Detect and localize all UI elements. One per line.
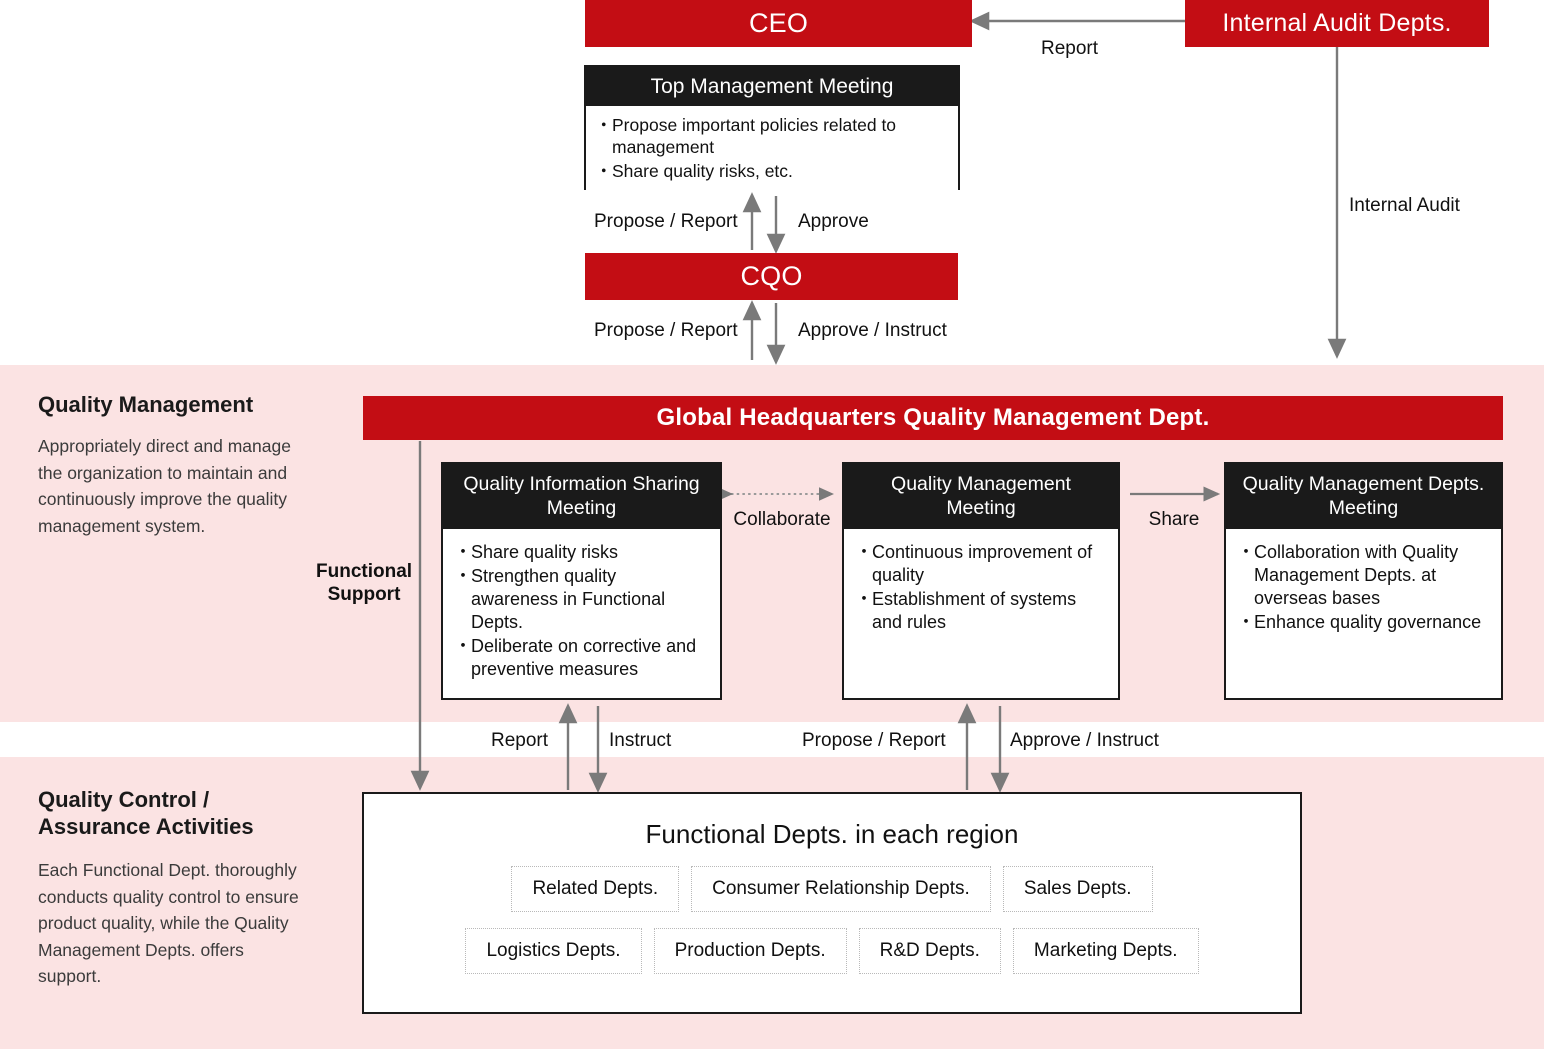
arrow-label-functional-support: Functional Support <box>316 561 413 606</box>
arrow-label-propose-report-tmm: Propose / Report <box>594 211 738 232</box>
global-hq-quality-management-dept-box[interactable]: Global Headquarters Quality Management D… <box>363 396 1503 440</box>
bullet-item: Continuous improvement of quality <box>855 541 1104 587</box>
quality-management-depts-meeting-box[interactable]: Quality Management Depts. Meeting Collab… <box>1224 462 1503 700</box>
dept-chip-logistics[interactable]: Logistics Depts. <box>465 928 642 974</box>
quality-information-sharing-meeting-box[interactable]: Quality Information Sharing Meeting Shar… <box>441 462 722 700</box>
arrow-label-approve-tmm: Approve <box>798 211 869 232</box>
dept-chip-rd[interactable]: R&D Depts. <box>858 928 1001 974</box>
bullet-item: Deliberate on corrective and preventive … <box>454 635 706 681</box>
section-body-quality-control: Each Functional Dept. thoroughly conduct… <box>38 860 299 987</box>
top-management-meeting-box[interactable]: Top Management Meeting Propose important… <box>584 65 960 192</box>
arrow-label-propose-report-cqo: Propose / Report <box>594 320 738 341</box>
bullet-item: Share quality risks <box>454 541 706 564</box>
top-management-meeting-title: Top Management Meeting <box>586 67 958 106</box>
bullet-item: Share quality risks, etc. <box>595 160 946 183</box>
arrow-label-instruct-mid: Instruct <box>609 730 672 751</box>
dept-chip-consumer-relationship[interactable]: Consumer Relationship Depts. <box>691 866 991 912</box>
functional-depts-in-each-region-box[interactable]: Functional Depts. in each region Related… <box>362 792 1302 1014</box>
ceo-box[interactable]: CEO <box>585 0 972 47</box>
meeting-bullets: Continuous improvement of quality Establ… <box>855 541 1104 634</box>
meeting-bullets: Share quality risks Strengthen quality a… <box>454 541 706 681</box>
arrow-label-internal-audit: Internal Audit <box>1349 195 1460 216</box>
dept-chip-marketing[interactable]: Marketing Depts. <box>1012 928 1199 974</box>
dept-chip-related[interactable]: Related Depts. <box>511 866 680 912</box>
functional-depts-title: Functional Depts. in each region <box>645 819 1019 849</box>
section-body-quality-management: Appropriately direct and manage the orga… <box>38 436 291 536</box>
quality-information-sharing-meeting-title: Quality Information Sharing Meeting <box>443 464 720 529</box>
arrow-label-report-mid: Report <box>491 730 549 751</box>
section-title-quality-control: Quality Control / Assurance Activities <box>38 787 254 840</box>
bullet-item: Collaboration with Quality Management De… <box>1237 541 1487 610</box>
dept-row-1: Related Depts. Consumer Relationship Dep… <box>364 866 1300 912</box>
quality-management-meeting-title: Quality Management Meeting <box>844 464 1118 529</box>
top-management-meeting-bullets: Propose important policies related to ma… <box>595 114 946 183</box>
meeting-bullets: Collaboration with Quality Management De… <box>1237 541 1487 634</box>
bullet-item: Strengthen quality awareness in Function… <box>454 565 706 634</box>
arrow-label-report-to-ceo: Report <box>1041 38 1099 59</box>
bullet-item: Establishment of systems and rules <box>855 588 1104 634</box>
internal-audit-depts-box[interactable]: Internal Audit Depts. <box>1185 0 1489 47</box>
bullet-item: Enhance quality governance <box>1237 611 1487 634</box>
section-title-quality-management: Quality Management <box>38 392 254 417</box>
quality-management-depts-meeting-title: Quality Management Depts. Meeting <box>1226 464 1501 529</box>
quality-management-meeting-box[interactable]: Quality Management Meeting Continuous im… <box>842 462 1120 700</box>
dept-chip-production[interactable]: Production Depts. <box>653 928 847 974</box>
arrow-label-approve-instruct-mid: Approve / Instruct <box>1010 730 1159 751</box>
dept-row-2: Logistics Depts. Production Depts. R&D D… <box>364 928 1300 974</box>
bullet-item: Propose important policies related to ma… <box>595 114 946 159</box>
dept-chip-sales[interactable]: Sales Depts. <box>1002 866 1153 912</box>
arrow-label-collaborate: Collaborate <box>733 509 831 530</box>
cqo-box[interactable]: CQO <box>585 253 958 300</box>
arrow-label-share: Share <box>1148 509 1200 530</box>
arrow-label-propose-report-mid: Propose / Report <box>802 730 946 751</box>
arrow-label-approve-instruct-cqo: Approve / Instruct <box>798 320 947 341</box>
